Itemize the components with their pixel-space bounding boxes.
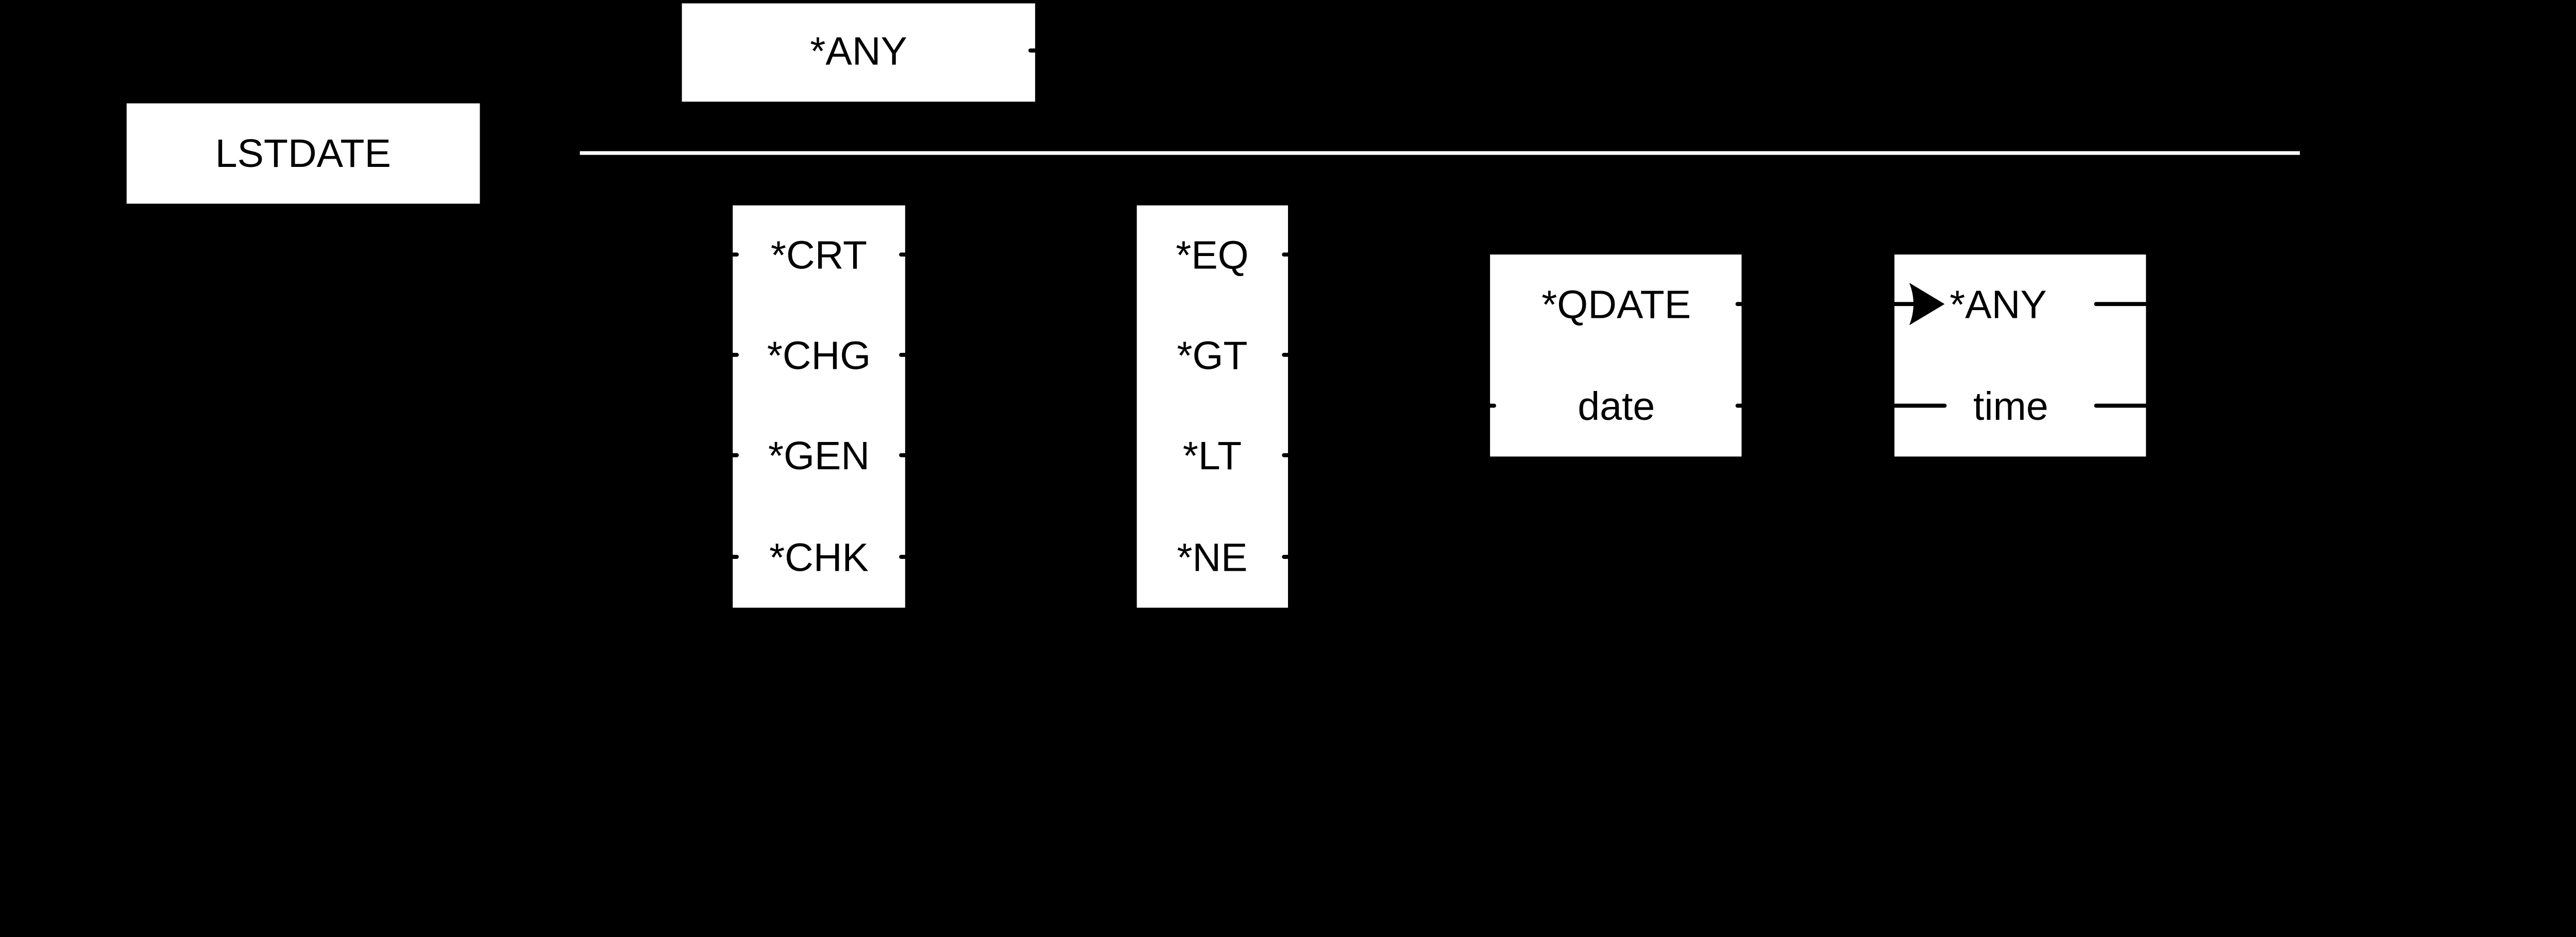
date-type-box: *CRT *CHG *GEN *CHK (731, 205, 907, 608)
operator-option: *NE (1177, 535, 1247, 580)
date-value-option: *QDATE (1541, 283, 1691, 327)
operator-option: *EQ (1176, 233, 1248, 278)
keyword-box: LSTDATE (126, 103, 480, 204)
operator-option: *LT (1183, 434, 1242, 478)
syntax-diagram: *ANY LSTDATE *CRT *CHG *GEN *CHK *EQ *GT… (126, 3, 2300, 608)
main-line (580, 151, 2300, 155)
date-type-option: *CRT (771, 233, 867, 278)
operator-box: *EQ *GT *LT *NE (1137, 205, 1290, 608)
operator-option: *GT (1177, 333, 1247, 378)
date-value-option: date (1578, 384, 1655, 429)
date-type-option: *CHK (769, 535, 869, 580)
keyword-label: LSTDATE (215, 131, 391, 176)
date-type-option: *GEN (768, 434, 870, 478)
date-value-box: *QDATE date (1488, 254, 1744, 457)
default-value-label: *ANY (810, 29, 907, 73)
syntax-diagram-container: *ANY LSTDATE *CRT *CHG *GEN *CHK *EQ *GT… (126, 3, 2300, 608)
date-type-option: *CHG (767, 333, 871, 378)
time-value-option: time (1973, 384, 2048, 429)
default-value-box: *ANY (682, 3, 1038, 102)
time-value-option: *ANY (1950, 283, 2047, 327)
arrow-right-icon (1909, 283, 1945, 326)
time-value-box: *ANY time (1892, 254, 2148, 457)
